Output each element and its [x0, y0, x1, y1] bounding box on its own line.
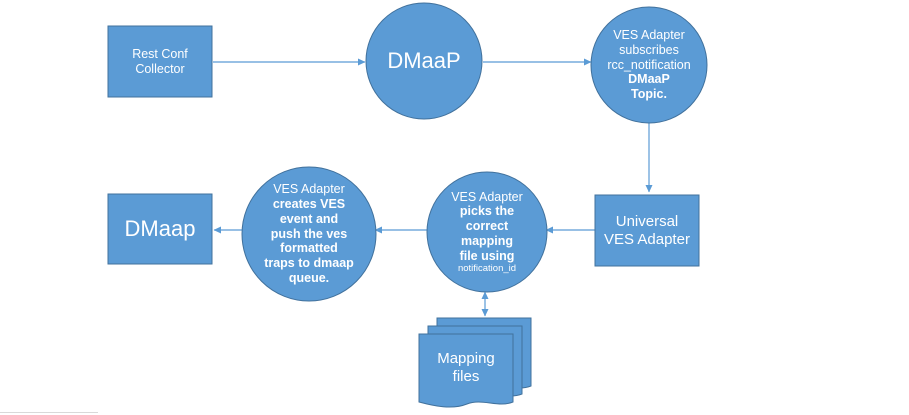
universal-ves-adapter-box — [594, 194, 700, 267]
ves-picks-label: VES Adapter picks the correct mapping fi… — [451, 189, 523, 275]
rest-conf-collector-box — [107, 25, 213, 98]
bottom-divider — [0, 412, 98, 413]
ves-subscribes-label: VES Adapter subscribes rcc_notification … — [607, 28, 691, 102]
dmaap-bottom-label: DMaap — [124, 216, 196, 242]
dmaap-top-label: DMaaP — [387, 48, 461, 74]
ves-creates-label: VES Adapter creates VES event and push t… — [264, 182, 354, 285]
mapping-files-label: Mapping files — [437, 350, 495, 385]
ves-subscribes-circle — [590, 6, 708, 124]
universal-ves-adapter-label: Universal VES Adapter — [604, 212, 690, 248]
ves-picks-circle — [426, 171, 548, 293]
dmaap-bottom-box — [107, 193, 213, 265]
rest-conf-collector-label: Rest Conf Collector — [132, 46, 188, 76]
dmaap-top-circle — [365, 2, 483, 120]
ves-creates-circle — [241, 166, 377, 302]
mapping-files-stack — [418, 317, 532, 408]
